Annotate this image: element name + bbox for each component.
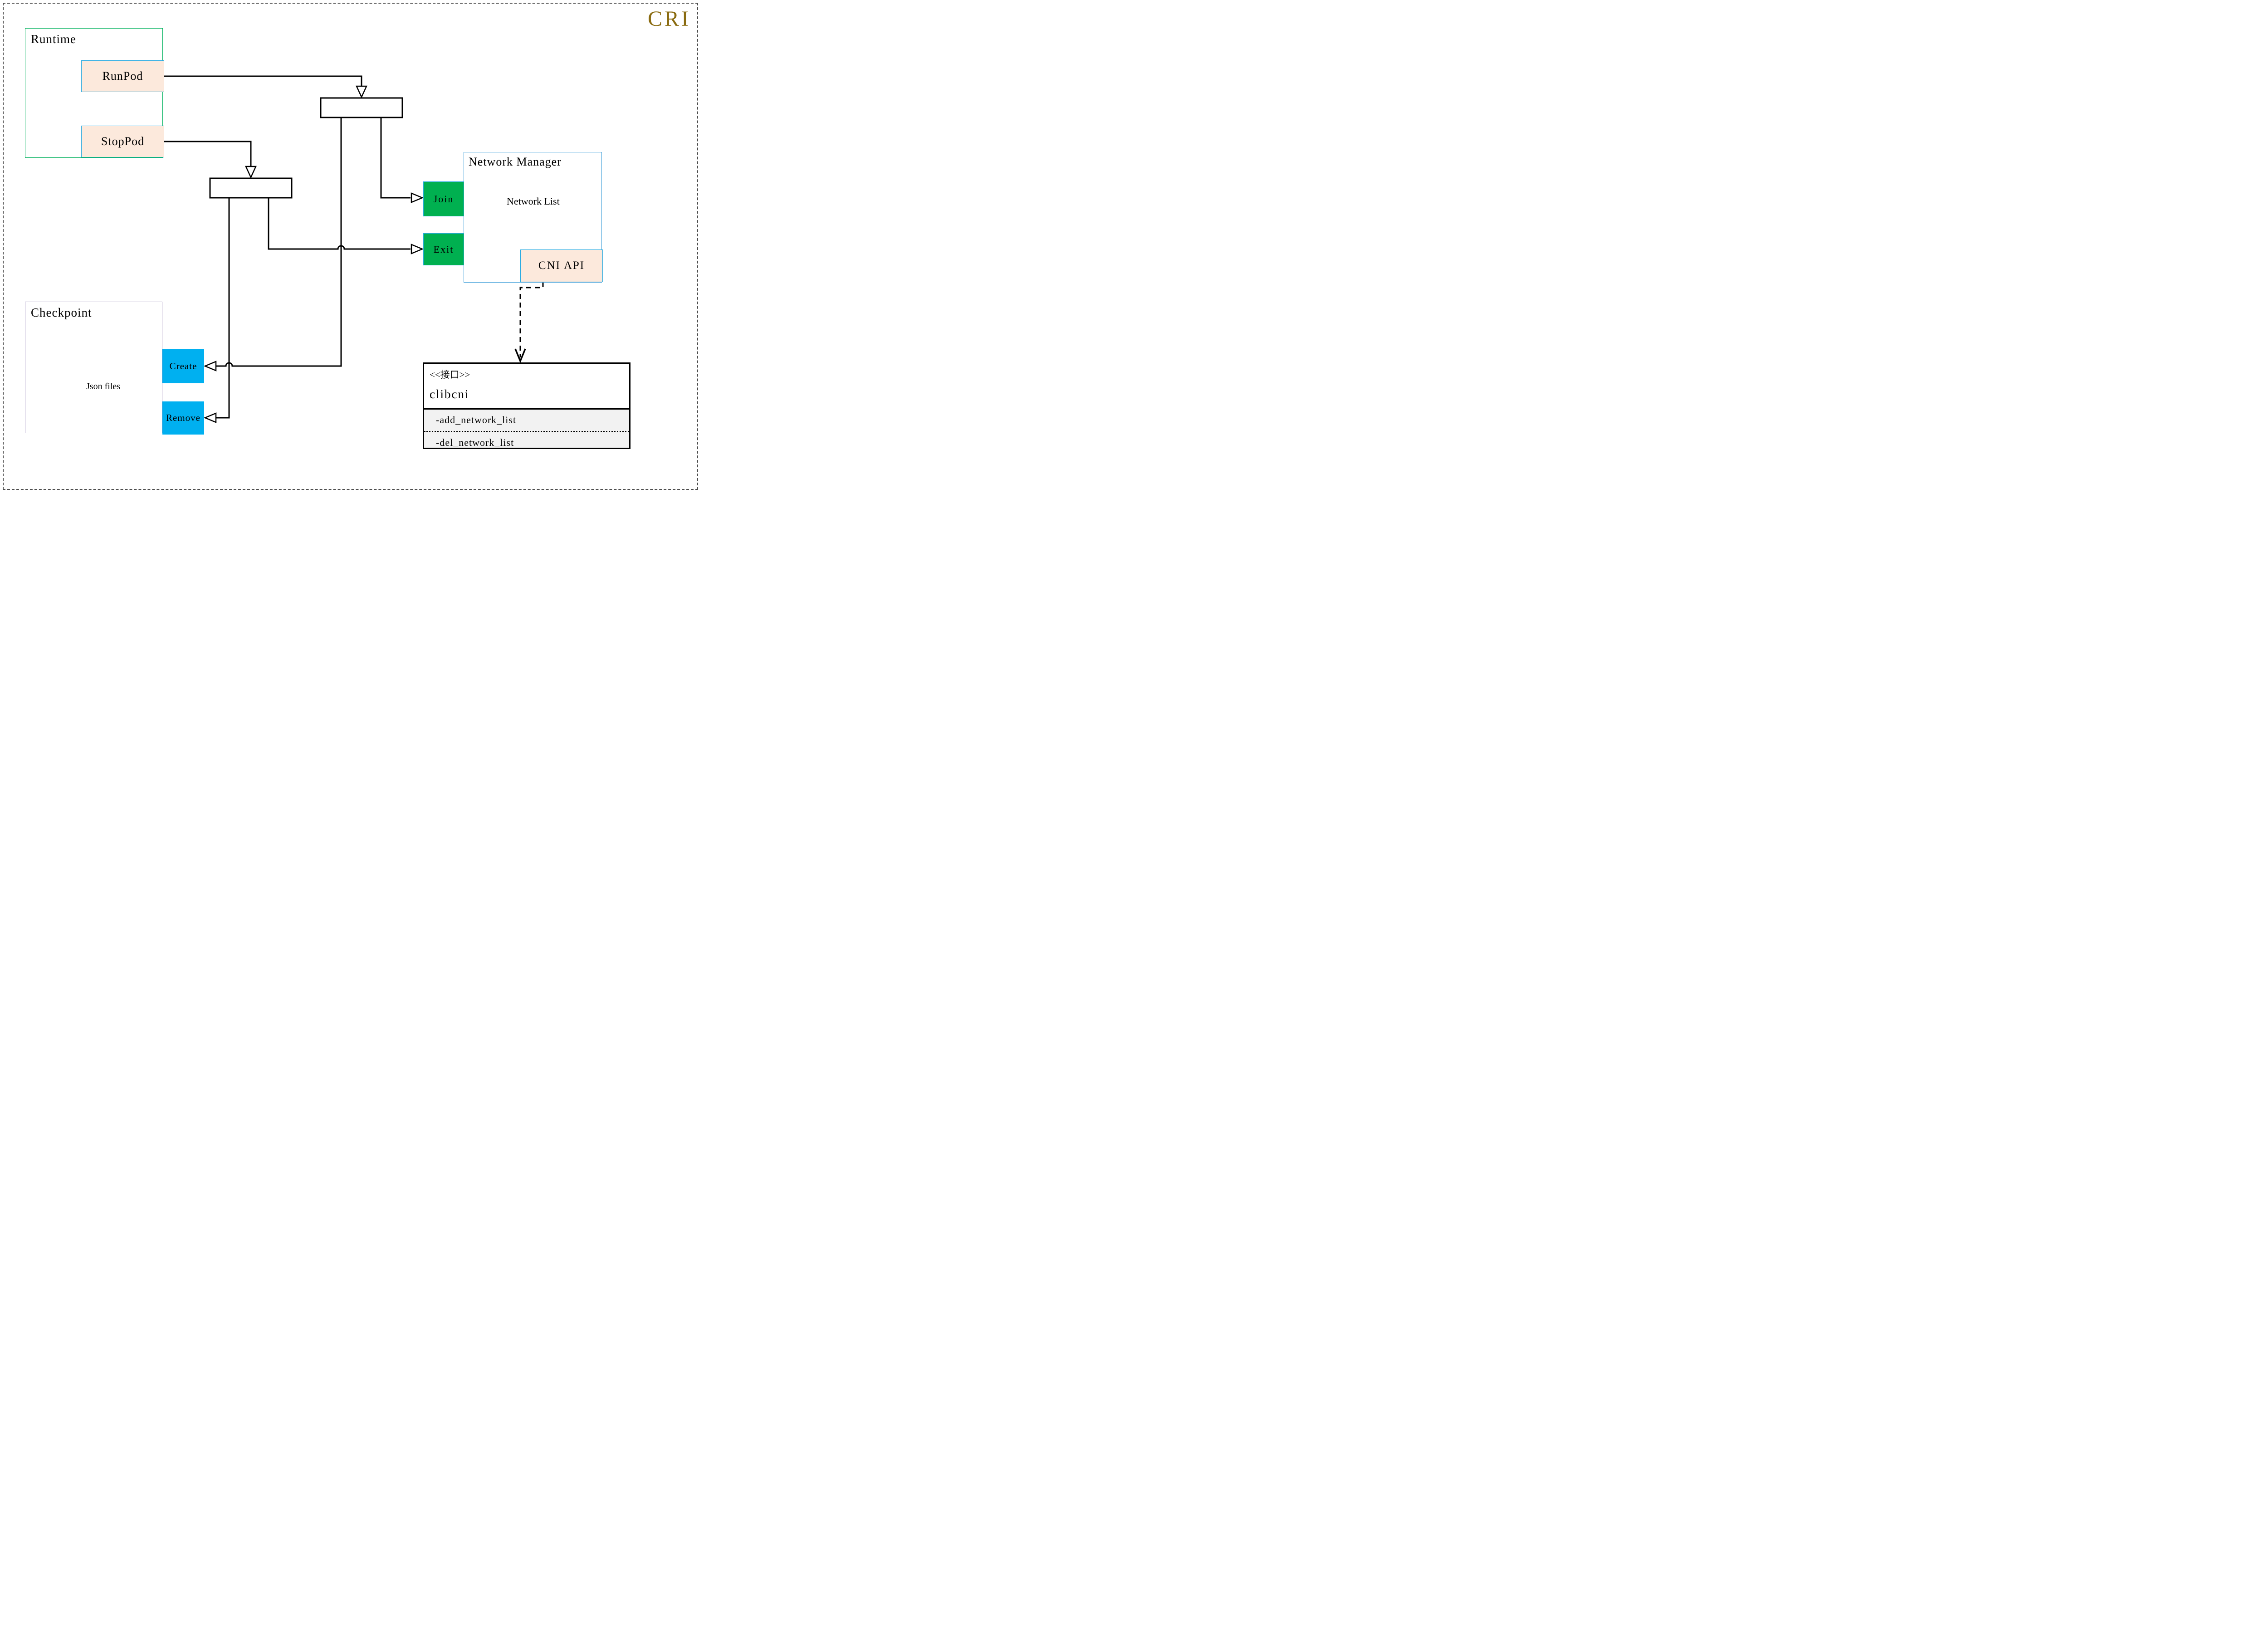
exit-label: Exit	[433, 243, 454, 255]
stoppod-node: StopPod	[81, 126, 164, 157]
network-manager-label: Network Manager	[469, 155, 562, 168]
cni-api-label: CNI API	[538, 259, 585, 272]
clibcni-header-section: <<接口>> clibcni	[424, 364, 629, 408]
runpod-node: RunPod	[81, 60, 164, 92]
cni-api-node: CNI API	[520, 249, 603, 282]
join-label: Join	[433, 193, 454, 205]
runpod-label: RunPod	[102, 69, 143, 83]
process-rect-stoppod	[209, 177, 293, 199]
connector-stoppod-to-process2	[164, 141, 252, 167]
network-list-label: Network List	[507, 195, 560, 207]
open-v-arrowhead-clibcni	[514, 348, 526, 363]
cri-architecture-diagram: Runtime RunPod StopPod Network Manager N…	[0, 0, 701, 493]
connector-process1-to-create	[216, 117, 342, 367]
join-node: Join	[423, 181, 464, 216]
clibcni-methods-section: -add_network_list -del_network_list	[424, 408, 629, 448]
create-label: Create	[169, 361, 197, 371]
arrowhead-down-process2	[245, 166, 257, 179]
arrowhead-left-create	[203, 361, 217, 371]
interface-name: clibcni	[430, 387, 469, 401]
connector-process2-to-remove	[216, 198, 230, 419]
connector-cniapi-to-clibcni-dashed	[519, 282, 544, 357]
process-rect-runpod	[320, 97, 403, 118]
arrowhead-right-join	[411, 192, 424, 203]
interface-stereotype: <<接口>>	[430, 369, 470, 380]
checkpoint-container: Checkpoint	[25, 302, 162, 433]
clibcni-interface-node: <<接口>> clibcni -add_network_list -del_ne…	[423, 362, 631, 449]
method-del-network-list: -del_network_list	[424, 431, 629, 452]
exit-node: Exit	[423, 233, 464, 265]
method-label: -del_network_list	[436, 437, 514, 448]
arrowhead-left-remove	[203, 412, 217, 423]
connector-process1-to-join	[380, 117, 411, 199]
connector-process2-to-exit	[268, 198, 411, 250]
page-title: CRI	[647, 7, 691, 31]
json-files-label: Json files	[86, 381, 120, 391]
checkpoint-label: Checkpoint	[31, 306, 92, 319]
runtime-label: Runtime	[31, 32, 76, 46]
method-add-network-list: -add_network_list	[424, 411, 629, 430]
arrowhead-right-exit	[411, 244, 424, 254]
remove-label: Remove	[166, 412, 200, 423]
connector-runpod-to-process1	[164, 75, 362, 87]
stoppod-label: StopPod	[101, 135, 145, 148]
create-node: Create	[162, 349, 204, 383]
arrowhead-down-process1	[356, 85, 367, 99]
method-label: -add_network_list	[436, 414, 517, 425]
remove-node: Remove	[162, 401, 204, 435]
